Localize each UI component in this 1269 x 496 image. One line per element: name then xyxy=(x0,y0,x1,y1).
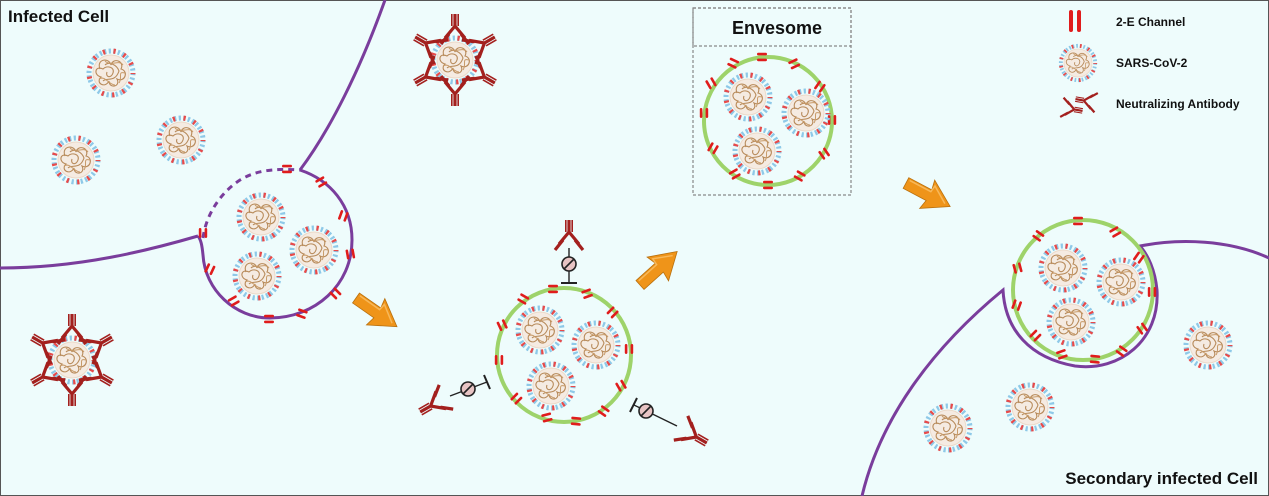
virus-icon xyxy=(1186,323,1230,367)
envesome-panel: Envesome xyxy=(692,7,852,196)
secondary-cell-label: Secondary infected Cell xyxy=(1065,469,1258,488)
arrow-icon xyxy=(897,168,959,222)
legend-virus: SARS-CoV-2 xyxy=(1058,43,1188,83)
legend-channel-label: 2-E Channel xyxy=(1116,15,1185,29)
legend-virus-label: SARS-CoV-2 xyxy=(1116,56,1188,70)
infected-cell xyxy=(0,0,387,270)
arrow-icon xyxy=(346,284,407,341)
legend-channel: 2-E Channel xyxy=(1069,10,1185,32)
legend-antibody-label: Neutralizing Antibody xyxy=(1116,97,1240,111)
antibody-coated-virus xyxy=(23,312,121,408)
antibody-coated-virus xyxy=(406,12,504,108)
legend: 2-E Channel SARS-CoV-2 Neutralizing Anti… xyxy=(1058,10,1240,122)
legend-antibody: Neutralizing Antibody xyxy=(1059,88,1240,122)
secondary-cell xyxy=(860,216,1269,496)
budding-vesicle xyxy=(196,164,356,324)
envesome-with-antibodies xyxy=(411,218,716,457)
virus-icon xyxy=(1058,43,1098,83)
virus-icon xyxy=(159,118,203,162)
infected-cell-label: Infected Cell xyxy=(8,7,109,26)
antibody-icon xyxy=(1059,88,1099,122)
virus-icon xyxy=(89,51,133,95)
virus-icon xyxy=(54,138,98,182)
arrow-icon xyxy=(628,238,689,298)
virus-icon xyxy=(1008,385,1052,429)
envesome-title: Envesome xyxy=(732,18,822,38)
virus-icon xyxy=(926,406,970,450)
channel-icon xyxy=(1069,10,1081,32)
